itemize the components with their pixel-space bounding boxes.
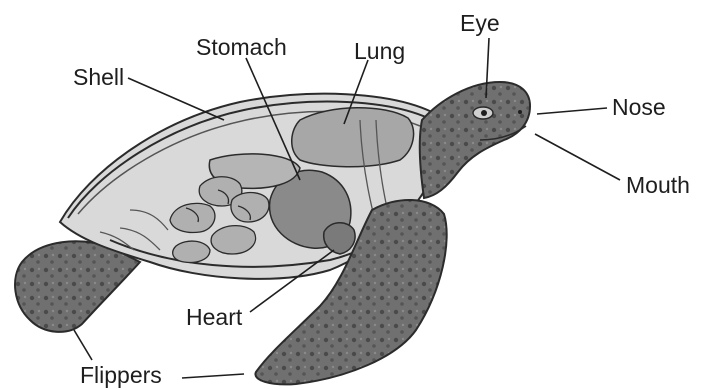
leader-mouth — [535, 134, 620, 180]
nostril — [518, 110, 522, 114]
label-eye: Eye — [460, 12, 500, 35]
leader-shell — [128, 78, 224, 120]
lung-organ — [292, 108, 414, 167]
label-heart: Heart — [186, 306, 242, 329]
leader-flippers-front — [182, 374, 244, 378]
label-lung: Lung — [354, 40, 405, 63]
label-shell: Shell — [73, 66, 124, 89]
rear-flipper — [15, 241, 140, 332]
label-nose: Nose — [612, 96, 666, 119]
eye-pupil — [481, 110, 487, 116]
leader-nose — [537, 108, 607, 114]
label-flippers: Flippers — [80, 364, 162, 387]
neck-head — [420, 82, 530, 198]
label-stomach: Stomach — [196, 36, 287, 59]
label-mouth: Mouth — [626, 174, 690, 197]
leader-flippers-rear — [74, 330, 92, 360]
